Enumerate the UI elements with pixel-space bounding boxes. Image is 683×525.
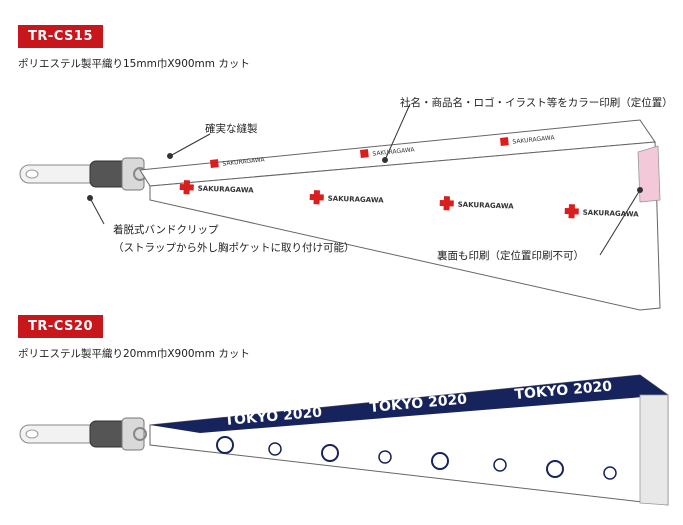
product-spec-cs15: ポリエステル製平織り15mm巾X900mm カット (18, 58, 250, 70)
brand-text: SAKURAGAWA (198, 185, 255, 195)
product-code-badge-cs15: TR-CS15 (18, 25, 104, 48)
callout-clip-note: （ストラップから外し胸ポケットに取り付け可能） (113, 242, 355, 254)
product-code-badge-cs20: TR-CS20 (18, 315, 104, 338)
navy-band (150, 375, 668, 433)
print-logos-upper: SAKURAGAWA SAKURAGAWA SAKURAGAWA (210, 134, 556, 168)
callout-print: 社名・商品名・ロゴ・イラスト等をカラー印刷（定位置） (400, 97, 673, 109)
brand-text: SAKURAGAWA (458, 201, 515, 211)
strap-body (139, 119, 661, 311)
back-print-area (637, 145, 661, 203)
callout-clip-title: 着脱式バンドクリップ (113, 224, 219, 236)
brand-text: SAKURAGAWA (512, 134, 556, 145)
brand-text: SAKURAGAWA (328, 195, 385, 205)
callout-leaders (87, 103, 643, 256)
callout-back-print: 裏面も印刷（定位置印刷不可） (437, 250, 584, 262)
brand-text: SAKURAGAWA (222, 156, 266, 167)
badge-clip-icon (19, 417, 147, 451)
brand-text: SAKURAGAWA (372, 146, 416, 157)
lanyard-illustration-cs20: TOKYO 2020 TOKYO 2020 TOKYO 2020 (19, 374, 669, 506)
strap-body (149, 374, 669, 506)
callout-sewing: 確実な縫製 (205, 123, 258, 135)
brand-text: SAKURAGAWA (583, 209, 640, 219)
emblem-icons (216, 436, 617, 480)
badge-clip-icon (19, 157, 147, 191)
lanyard-illustration-cs15: SAKURAGAWA SAKURAGAWA SAKURAGAWA SAKURAG… (19, 103, 661, 311)
print-logos-lower: SAKURAGAWA SAKURAGAWA SAKURAGAWA SAKURAG… (179, 180, 640, 219)
product-spec-cs20: ポリエステル製平織り20mm巾X900mm カット (18, 348, 250, 360)
